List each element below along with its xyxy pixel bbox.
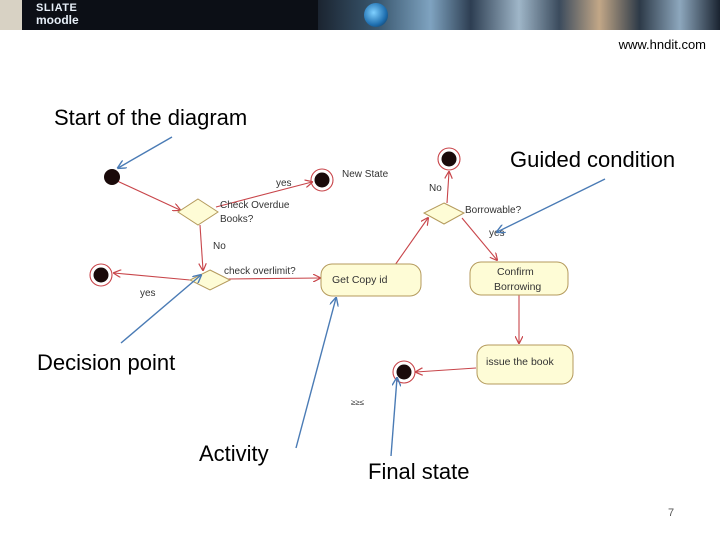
- flow-start-to-overdue: [114, 179, 180, 210]
- label-get-copy: Get Copy id: [332, 274, 388, 286]
- end-state-top-node: [437, 147, 461, 171]
- label-no-borrowable: No: [429, 183, 442, 194]
- callout-start-of-diagram: Start of the diagram: [54, 105, 248, 130]
- activity-issue-book: [476, 344, 574, 385]
- page-number: 7: [668, 507, 675, 519]
- label-issue-book: issue the book: [486, 356, 554, 368]
- start-state-node: [104, 169, 120, 185]
- label-fragment: ≥≥≤: [351, 398, 365, 407]
- flow-overdue-to-overlimit: [200, 224, 203, 270]
- label-check-overlimit: check overlimit?: [224, 266, 296, 277]
- top-banner: SLIATE moodle: [0, 0, 720, 30]
- callout-activity: Activity: [199, 441, 269, 466]
- flow-arrows: [114, 172, 519, 372]
- decision-borrowable-diamond: [422, 202, 466, 225]
- globe-icon: [364, 3, 388, 27]
- website-url: www.hndit.com: [618, 37, 706, 52]
- callout-final-state: Final state: [368, 459, 470, 484]
- callout-guided-condition: Guided condition: [510, 147, 676, 172]
- label-new-state: New State: [342, 169, 389, 180]
- flow-getcopy-to-borrowable: [394, 218, 428, 266]
- callout-arrow-decision: [120, 275, 201, 344]
- callout-arrow-start: [118, 136, 173, 168]
- institution-logo-icon: [0, 0, 22, 30]
- activity-get-copy: [320, 263, 422, 297]
- flow-overlimit-to-end: [114, 273, 191, 281]
- flow-issue-to-final: [416, 367, 477, 372]
- activity-confirm-borrowing: [469, 261, 569, 296]
- callout-arrow-activity: [295, 298, 336, 449]
- label-yes-borrowable: yes: [489, 228, 505, 239]
- callout-arrow-guided: [497, 178, 606, 232]
- new-state-node: [310, 168, 334, 192]
- flow-borrowable-to-confirm: [461, 217, 497, 260]
- logo-line-2: moodle: [36, 13, 79, 27]
- callout-arrow-final: [390, 378, 397, 457]
- final-state-node: [392, 360, 416, 384]
- decision-overdue-diamond: [177, 198, 219, 226]
- label-confirm-2: Borrowing: [494, 281, 541, 293]
- label-check-overdue-1: Check Overdue: [220, 200, 290, 211]
- label-yes-overdue: yes: [276, 178, 292, 189]
- flow-overdue-to-newstate: [215, 182, 312, 208]
- logo-line-1: SLIATE: [36, 2, 78, 14]
- sliate-moodle-logo: SLIATE moodle: [36, 2, 106, 28]
- callout-arrows: [118, 136, 606, 457]
- label-no-overdue: No: [213, 241, 226, 252]
- callout-decision-point: Decision point: [37, 350, 176, 375]
- label-confirm-1: Confirm: [497, 266, 534, 278]
- label-yes-overlimit: yes: [140, 288, 156, 299]
- label-check-overdue-2: Books?: [220, 214, 254, 225]
- flow-overlimit-to-getcopy: [227, 278, 320, 279]
- label-borrowable: Borrowable?: [465, 205, 522, 216]
- flow-borrowable-to-end: [447, 172, 449, 204]
- end-state-left-node: [89, 263, 113, 287]
